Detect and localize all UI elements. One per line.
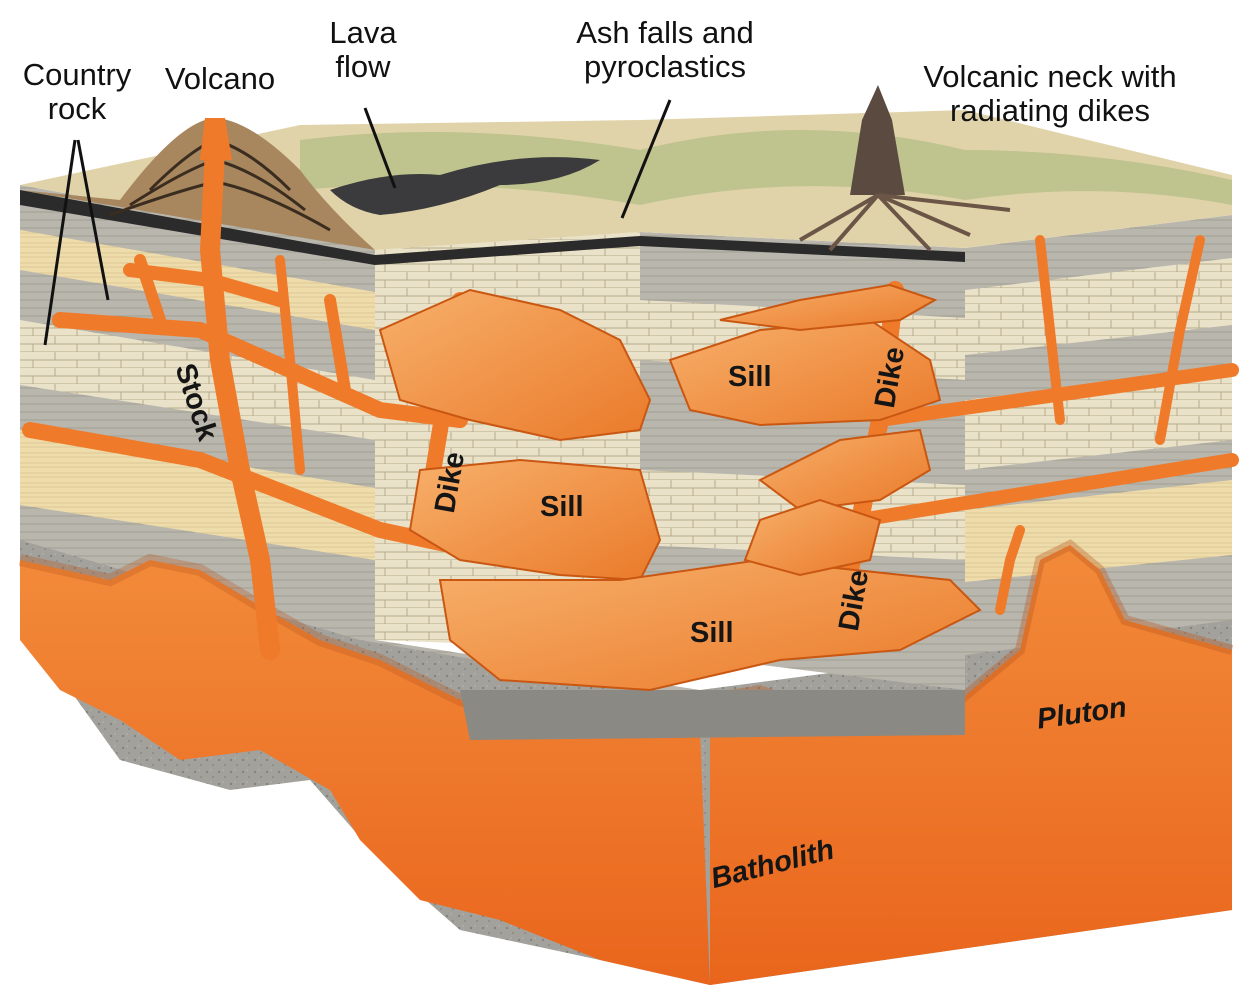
pointer-lines bbox=[43, 99, 672, 346]
pointer-lava-flow bbox=[363, 107, 397, 189]
pointer-country-rock-left bbox=[43, 139, 77, 346]
label-lava-flow: Lava flow bbox=[329, 15, 397, 84]
sills bbox=[378, 283, 982, 692]
batholith-body bbox=[20, 560, 710, 985]
block-left-face bbox=[18, 185, 710, 985]
label-volcano: Volcano bbox=[164, 61, 276, 96]
lava-flow bbox=[330, 157, 600, 215]
label-volcanic-neck: Volcanic neck with radiating dikes bbox=[923, 59, 1177, 128]
label-sill-upper: Sill bbox=[728, 361, 772, 393]
label-sill-lower: Sill bbox=[690, 617, 734, 649]
label-sill-middle: Sill bbox=[540, 491, 584, 523]
block-top-surface bbox=[20, 85, 1232, 265]
pointer-country-rock-right bbox=[76, 139, 110, 301]
label-ash-falls: Ash falls and pyroclastics bbox=[576, 15, 754, 84]
volcanic-neck bbox=[799, 85, 1011, 252]
label-country-rock: Country rock bbox=[22, 57, 132, 126]
volcano-cone bbox=[20, 118, 375, 250]
stock bbox=[199, 140, 280, 660]
pluton-body bbox=[700, 545, 1232, 985]
pointer-ash-falls bbox=[620, 99, 672, 219]
